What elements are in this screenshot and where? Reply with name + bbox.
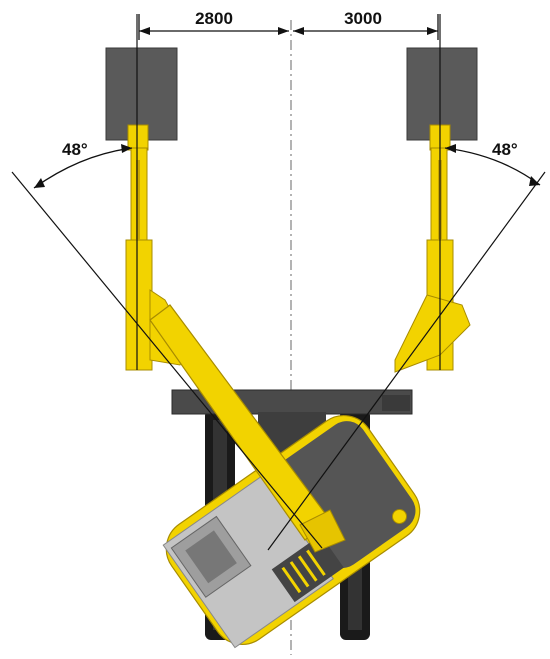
angle-arc-left: [33, 144, 133, 189]
dimension-left: 2800: [138, 9, 289, 40]
swing-line-left: [11, 171, 323, 549]
boom-swung: [149, 304, 346, 553]
dimension-left-label: 2800: [195, 9, 233, 28]
angle-label-left: 48°: [62, 140, 88, 159]
angle-arc-right: [444, 144, 541, 186]
boom-right: [394, 124, 471, 373]
dimension-right-label: 3000: [344, 9, 382, 28]
swing-line-right: [267, 171, 546, 551]
blade-end-right: [382, 395, 410, 411]
angle-label-right: 48°: [492, 140, 518, 159]
boom-left: [125, 124, 191, 371]
dimension-right: 3000: [293, 9, 439, 40]
